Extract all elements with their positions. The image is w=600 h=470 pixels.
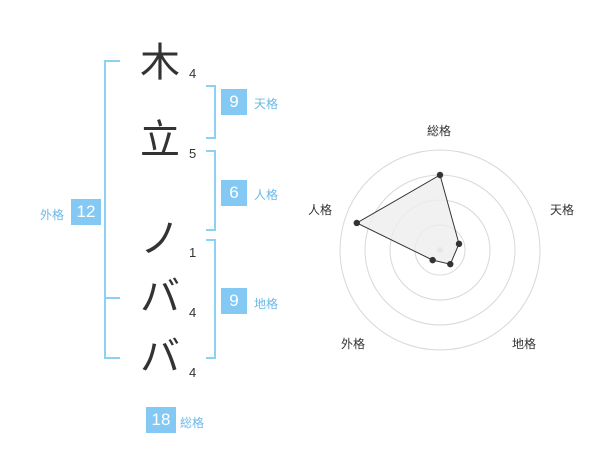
chikaku-label: 地格 (254, 297, 279, 311)
name-char-1: 木 (140, 40, 180, 86)
radar-polygon (355, 174, 460, 265)
stroke-count-5: 4 (189, 365, 197, 380)
soukaku-label: 総格 (180, 416, 205, 430)
radar-axis-label-chikaku: 地格 (512, 337, 537, 351)
radar-point-2 (455, 240, 463, 248)
radar-axis-label-gaikaku: 外格 (341, 337, 366, 351)
name-char-3: ノ (140, 216, 180, 262)
stroke-count-2: 5 (189, 146, 197, 161)
jinkaku-bracket (206, 150, 216, 231)
name-char-2: 立 (140, 117, 180, 163)
gaikaku-label: 外格 (40, 208, 65, 222)
radar-point-3 (447, 260, 454, 268)
radar-ring-4 (339, 149, 541, 351)
gaikaku-bracket (104, 60, 120, 359)
tenkaku-label: 天格 (254, 97, 279, 111)
chikaku-bracket (206, 239, 216, 359)
gaikaku-value: 12 (71, 199, 101, 225)
radar-axis-label-soukaku: 総格 (427, 124, 452, 138)
name-char-4: バ (140, 274, 180, 320)
chikaku-value: 9 (221, 288, 247, 314)
radar-axis-label-tenkaku: 天格 (550, 203, 575, 217)
stroke-count-3: 1 (189, 245, 197, 260)
radar-points (353, 171, 463, 268)
tenkaku-value: 9 (221, 89, 247, 115)
radar-axis-label-jinkaku: 人格 (308, 203, 333, 217)
gaikaku-bracket-divider (104, 297, 120, 299)
radar-shape (355, 174, 460, 265)
radar-point-1 (436, 171, 444, 179)
soukaku-value: 18 (146, 407, 176, 433)
stroke-count-4: 4 (189, 305, 197, 320)
jinkaku-value: 6 (221, 180, 247, 206)
tenkaku-bracket (206, 85, 216, 139)
stroke-count-1: 4 (189, 66, 197, 81)
radar-point-4 (429, 256, 436, 264)
name-char-5: バ (140, 334, 180, 380)
jinkaku-label: 人格 (254, 188, 279, 202)
radar-point-5 (353, 219, 360, 227)
